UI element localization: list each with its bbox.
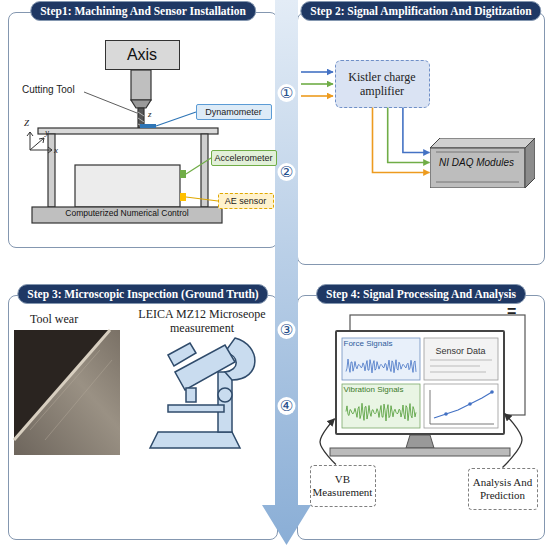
daq-device: NI DAQ Modules [430,138,535,188]
step-panel: Step 3: Microscopic Inspection (Ground T… [8,295,278,540]
spindle-head: Axis [105,40,180,70]
axis-label: y [45,127,49,137]
step-marker [278,84,296,102]
axis-label: x [54,145,58,155]
device-outline [525,138,535,188]
symbol: = [507,303,516,321]
node-text: Accelerometer [214,153,272,163]
step-marker [278,163,296,181]
step-marker [278,397,296,415]
node-text: Force Signals [344,339,393,348]
step-number: ① [278,84,295,102]
node-text: Vibration Signals [344,385,404,394]
step-heading: Step 2: Signal Amplification And Digitiz… [300,1,541,21]
node-text: Kistler charge amplifier [340,70,425,98]
device-outline [430,148,525,188]
callout-label: Cutting Tool [22,84,75,96]
step-number: ④ [278,397,295,415]
step-heading: Step 3: Microscopic Inspection (Ground T… [17,284,268,304]
axis-label: z [148,109,152,119]
step-marker [278,321,296,339]
step-number: ③ [278,321,295,339]
amplifier-box: Kistler charge amplifier [335,60,430,108]
sensor-tag: AE sensor [218,193,274,209]
node-text: Analysis And Prediction [469,476,537,502]
step-number: ② [278,163,295,181]
sensor-tag: Dynamometer [196,104,272,120]
step-marker [278,84,296,415]
node-text: Axis [127,46,157,64]
node-text: NI DAQ Modules [433,157,521,169]
instrument-label: LEICA MZ12 Microseope measurement [134,308,270,336]
node-text: AE sensor [225,196,267,206]
step-heading: Step1: Machining And Sensor Installation [30,1,256,21]
data-box: VB Measurement [310,465,376,507]
step-panel: Step 2: Signal Amplification And Digitiz… [297,12,545,265]
node-text: Sensor Data [424,346,498,356]
node-text: Dynamometer [205,107,262,117]
device-outline [430,138,535,148]
photo-caption: Tool wear [30,313,78,327]
axis-label: Z [24,118,29,128]
monitor-screen: Force SignalsSensor DataVibration Signal… [335,330,505,435]
node-text: VB Measurement [311,473,375,499]
step-panel: Step 4: Signal Processing And AnalysisFo… [297,295,545,540]
data-box: Analysis And Prediction [468,468,538,510]
step-heading: Step 4: Signal Processing And Analysis [316,284,526,304]
machine-label: Computerized Numerical Control [32,209,222,219]
sensor-tag: Accelerometer [211,150,277,166]
